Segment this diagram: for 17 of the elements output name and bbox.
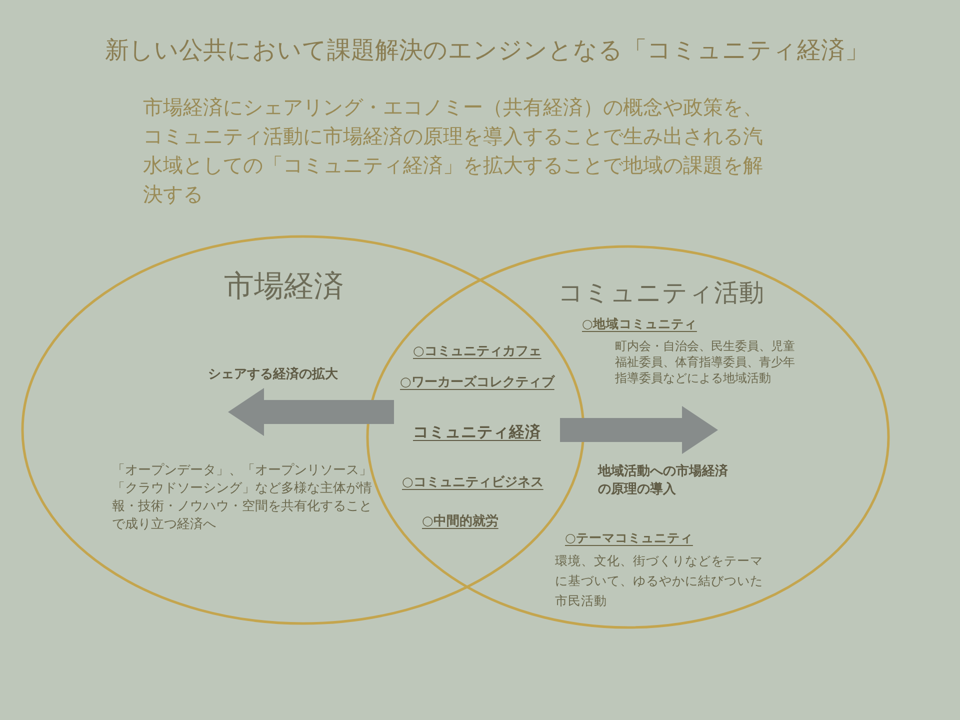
slide-title: 新しい公共において課題解決のエンジンとなる「コミュニティ経済」 <box>105 35 869 66</box>
block-arrow <box>228 388 394 436</box>
description-text: 環境、文化、街づくりなどをテーマに基づいて、ゆるやかに結びついた市民活動 <box>555 552 764 610</box>
description-text: 町内会・自治会、民生委員、児童福祉委員、体育指導委員、青少年指導委員などによる地域活動 <box>615 338 796 386</box>
center-heading: コミュニティ経済 <box>413 422 541 443</box>
list-item: ○テーマコミュニティ <box>565 529 693 546</box>
description-text: 「オープンデータ」、「オープンリソース」「クラウドソーシング」など多様な主体が情報・技術・ノウハウ・空間を共有化することで成り立つ経済へ <box>112 462 373 534</box>
list-item: ○コミュニティビジネス <box>402 474 544 492</box>
circle-heading: コミュニティ活動 <box>558 277 764 309</box>
list-item: ○中間的就労 <box>422 513 498 531</box>
list-item: ○ワーカーズコレクティブ <box>400 374 554 392</box>
list-item: ○地域コミュニティ <box>582 315 697 332</box>
list-item: ○コミュニティカフェ <box>413 343 542 361</box>
intro-paragraph: 市場経済にシェアリング・エコノミー（共有経済）の概念や政策を、コミュニティ活動に市場経済の原理を導入することで生み出される汽水域としての「コミュニティ経済」を拡大することで地域の課題を解決する <box>143 94 764 208</box>
edge-label: シェアする経済の拡大 <box>208 366 338 384</box>
block-arrow <box>560 406 718 454</box>
circle-heading: 市場経済 <box>224 268 344 306</box>
